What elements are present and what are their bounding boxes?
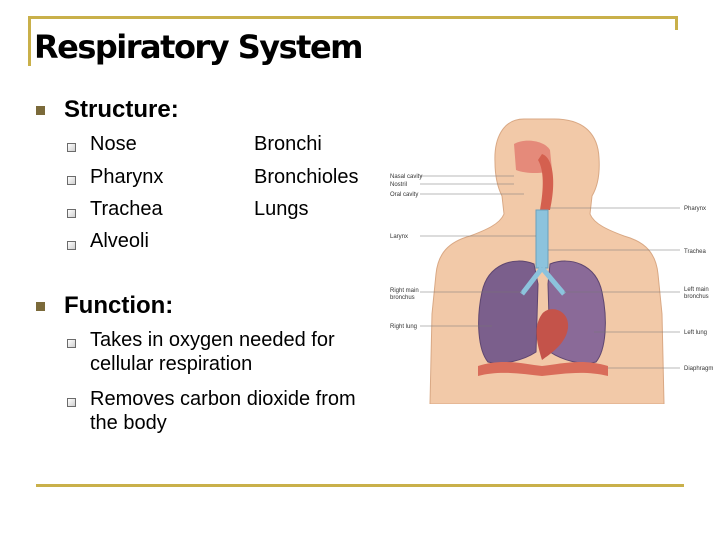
label-pharynx: Pharynx (684, 206, 706, 212)
trachea (535, 209, 549, 269)
box-bullet-icon (67, 241, 76, 250)
heart (536, 309, 569, 360)
label-nostril: Nostril (390, 182, 407, 188)
diaphragm (478, 361, 608, 376)
structure-item-bronchi: Bronchi (254, 133, 322, 155)
structure-item-bronchioles: Bronchioles (254, 166, 359, 188)
title-frame-top (28, 16, 678, 19)
function-item-co2-line1: Removes carbon dioxide from (90, 388, 356, 410)
box-bullet-icon (67, 143, 76, 152)
respiratory-diagram: Nasal cavity Nostril Oral cavity Larynx … (390, 118, 713, 404)
bronchi (520, 266, 566, 296)
label-diaphragm: Diaphragm (684, 366, 713, 372)
square-bullet-icon (36, 302, 45, 311)
right-lung (478, 260, 539, 364)
label-left-main: Left main (684, 287, 709, 293)
structure-item-trachea: Trachea (90, 198, 163, 220)
box-bullet-icon (67, 398, 76, 407)
structure-item-alveoli: Alveoli (90, 230, 149, 252)
function-heading: Function: (64, 292, 174, 319)
box-bullet-icon (67, 209, 76, 218)
square-bullet-icon (36, 106, 45, 115)
slide-title: Respiratory System (34, 28, 364, 66)
label-nasal-cavity: Nasal cavity (390, 174, 422, 180)
structure-item-pharynx: Pharynx (90, 166, 164, 188)
structure-heading: Structure: (64, 96, 179, 123)
label-right-main: Right main (390, 288, 419, 294)
footer-rule (36, 484, 684, 487)
structure-item-lungs: Lungs (254, 198, 309, 220)
box-bullet-icon (67, 339, 76, 348)
title-frame-left (28, 16, 31, 66)
structure-item-nose: Nose (90, 133, 137, 155)
label-trachea: Trachea (684, 249, 706, 255)
function-item-oxygen-line2: cellular respiration (90, 353, 253, 375)
label-left-lung: Left lung (684, 330, 707, 336)
function-item-oxygen-line1: Takes in oxygen needed for (90, 329, 335, 351)
label-oral-cavity: Oral cavity (390, 192, 418, 198)
label-right-lung: Right lung (390, 324, 417, 330)
box-bullet-icon (67, 176, 76, 185)
pharynx (538, 154, 554, 210)
title-frame-right (675, 16, 678, 30)
label-larynx: Larynx (390, 234, 408, 240)
function-item-co2-line2: the body (90, 412, 167, 434)
label-left-main-bronchus: bronchus (684, 294, 709, 300)
label-right-main-bronchus: bronchus (390, 295, 415, 301)
